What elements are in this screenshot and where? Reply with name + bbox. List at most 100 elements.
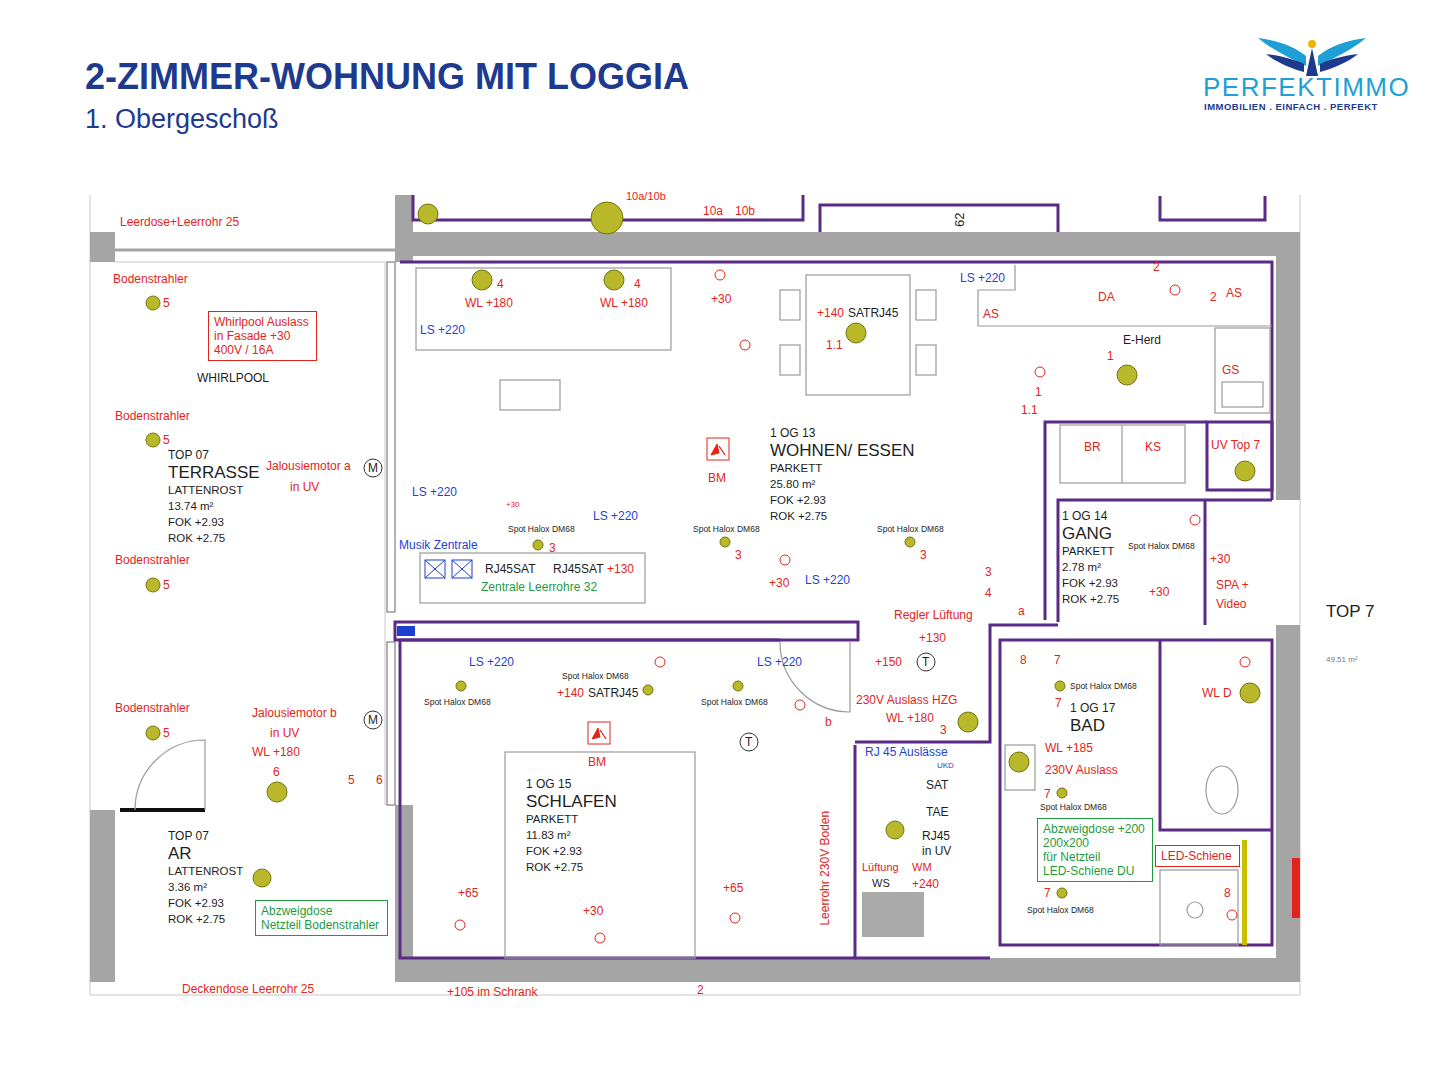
furniture <box>780 345 800 375</box>
room-data: TOP 07 <box>168 447 260 463</box>
room-name: BAD <box>1070 716 1115 735</box>
callout-number: 7 <box>1055 696 1062 710</box>
light-fixture <box>146 433 160 447</box>
page-title: 2-ZIMMER-WOHNUNG MIT LOGGIA <box>85 55 689 99</box>
smoke-detector <box>592 728 600 739</box>
room-data: ROK +2.75 <box>770 508 915 524</box>
plan-label: TOP 7 <box>1326 602 1375 622</box>
room-outline <box>395 622 858 640</box>
plan-label: +65 <box>458 886 478 900</box>
furniture <box>978 265 1272 326</box>
room-data: 11.83 m² <box>526 827 617 843</box>
callout-number: 6 <box>273 765 280 779</box>
plan-label: 10b <box>735 204 755 218</box>
plan-label: +30 <box>1210 552 1230 566</box>
room-data: FOK +2.93 <box>1062 575 1119 591</box>
callout-number: 5 <box>163 578 170 592</box>
plan-label: +30 <box>583 904 603 918</box>
furniture <box>1206 766 1238 814</box>
plan-label: UV Top 7 <box>1211 438 1260 452</box>
callout-number: 7 <box>1044 886 1051 900</box>
note-text: Abzweigdose +200 <box>1043 822 1145 836</box>
wall <box>90 810 115 982</box>
furniture <box>780 290 800 320</box>
room-data: 3.36 m² <box>168 879 243 895</box>
room-outline <box>855 625 1058 742</box>
appliance <box>862 892 924 937</box>
furniture <box>1160 870 1238 945</box>
socket-symbol <box>780 555 790 565</box>
logo-emblem <box>1266 54 1304 72</box>
plan-label: AS <box>1226 286 1242 300</box>
plan-label: +30 <box>1149 585 1169 599</box>
plan-label: GS <box>1222 363 1239 377</box>
light-fixture <box>958 712 978 732</box>
callout-number: 1.1 <box>826 338 843 352</box>
plan-label: Spot Halox DM68 <box>508 524 575 534</box>
plan-label: LS +220 <box>960 271 1005 285</box>
furniture <box>416 268 671 350</box>
plan-label: 10a/10b <box>626 190 666 203</box>
plan-label: SPA + <box>1216 578 1249 592</box>
plan-label: +30 <box>769 576 789 590</box>
plan-label: b <box>825 715 832 729</box>
site-line <box>115 262 385 263</box>
room-area: TOP 07ARLATTENROST3.36 m²FOK +2.93ROK +2… <box>115 815 393 982</box>
room-outline <box>1160 640 1272 830</box>
plan-label: Spot Halox DM68 <box>693 524 760 534</box>
light-fixture <box>1117 365 1137 385</box>
note-box: LED-Schiene <box>1155 845 1240 867</box>
furniture <box>1215 328 1270 413</box>
room-outline <box>1000 640 1272 945</box>
neighbour-outline <box>1160 196 1265 220</box>
wall <box>90 232 115 262</box>
socket-symbol <box>455 920 465 930</box>
wall <box>395 232 1300 256</box>
callout-number: 3 <box>920 548 927 562</box>
callout-number: 2 <box>1210 290 1217 304</box>
light-fixture <box>905 537 915 547</box>
note-text: Abzweigdose <box>261 904 332 918</box>
socket-symbol <box>795 700 805 710</box>
plan-label: WM <box>912 861 932 874</box>
plan-label: +240 <box>912 877 939 891</box>
room-name: TERRASSE <box>168 463 260 482</box>
logo-emblem <box>1258 38 1366 76</box>
junction-box-note: AbzweigdoseNetzteil Bodenstrahler <box>255 900 388 936</box>
room-label: 1 OG 14GANGPARKETT2.78 m²FOK +2.93ROK +2… <box>1062 508 1119 607</box>
room-outline <box>855 957 990 960</box>
room-data: 1 OG 14 <box>1062 508 1119 524</box>
callout-number: 3 <box>940 723 947 737</box>
plan-label: M <box>368 713 378 727</box>
callout-number: 7 <box>1044 787 1051 801</box>
room-outline <box>400 640 855 958</box>
light-fixture <box>1057 788 1067 798</box>
room-outline <box>395 262 1272 958</box>
callout-number: 4 <box>634 277 641 291</box>
room-outline <box>1207 422 1272 490</box>
plan-label: Bodenstrahler <box>115 409 190 423</box>
wall-line <box>115 250 395 810</box>
room-label: TOP 07ARLATTENROST3.36 m²FOK +2.93ROK +2… <box>168 828 243 927</box>
smoke-detector <box>588 722 610 744</box>
plan-label: +150 <box>875 655 902 669</box>
plan-label: RJ45 <box>922 829 950 843</box>
plan-label: LS +220 <box>469 655 514 669</box>
socket-symbol <box>1035 367 1045 377</box>
media-box <box>452 560 472 578</box>
room-data: TOP 07 <box>168 828 243 844</box>
plan-label: Regler Lüftung <box>894 608 973 622</box>
note-text: LED-Schiene DU <box>1043 864 1134 878</box>
room-data: PARKETT <box>770 460 915 476</box>
note-text: Netzteil Bodenstrahler <box>261 918 379 932</box>
wall <box>1276 232 1300 500</box>
plan-label: WL +180 <box>465 296 513 310</box>
socket-symbol <box>1227 910 1237 920</box>
media-box <box>425 560 472 578</box>
plan-label: LS +220 <box>593 509 638 523</box>
callout-number: 7 <box>1054 653 1061 667</box>
plan-label: WL D <box>1202 686 1232 700</box>
callout-number: 8 <box>1224 886 1231 900</box>
plan-label: WL +185 <box>1045 741 1093 755</box>
